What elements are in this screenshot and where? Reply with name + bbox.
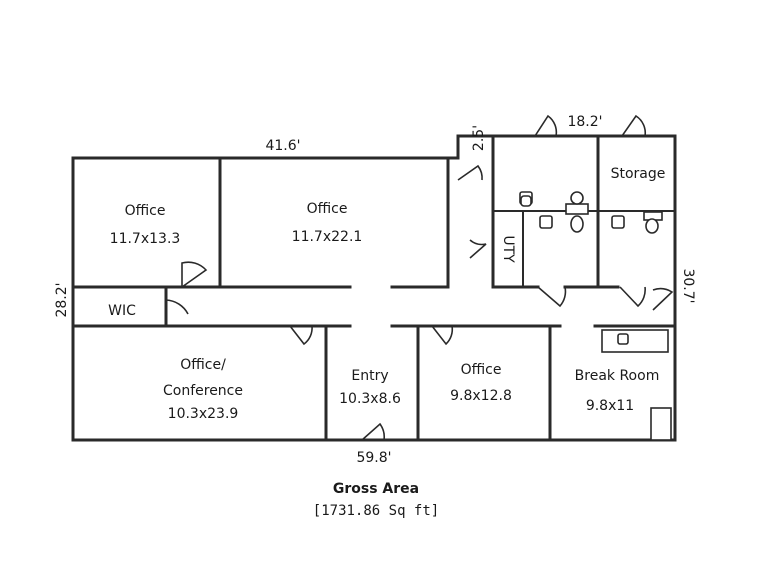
room-labels: Office 11.7x13.3 Office 11.7x22.1 Storag…	[108, 166, 665, 422]
room-break-room-name: Break Room	[575, 368, 660, 384]
outer-walls	[71, 134, 677, 442]
room-office-1-size: 11.7x13.3	[110, 231, 181, 247]
room-conference-size: 10.3x23.9	[168, 406, 239, 422]
room-break-room-size: 9.8x11	[586, 398, 634, 414]
room-conference-name: Office/	[180, 357, 226, 373]
dim-right: 30.7'	[680, 268, 696, 303]
room-entry-size: 10.3x8.6	[339, 391, 401, 407]
dim-top-left: 41.6'	[265, 138, 300, 154]
room-wic-name: WIC	[108, 303, 136, 319]
fixtures	[519, 191, 672, 441]
room-uty-name: UTY	[500, 235, 516, 263]
room-office-3-size: 9.8x12.8	[450, 388, 512, 404]
dim-bottom: 59.8'	[356, 450, 391, 466]
interior-walls	[71, 134, 677, 442]
room-office-2-size: 11.7x22.1	[292, 229, 363, 245]
room-office-2-name: Office	[307, 201, 348, 217]
gross-area: Gross Area [1731.86 Sq ft]	[313, 481, 439, 519]
dimension-labels: 41.6' 18.2' 2.5' 28.2' 30.7' 59.8'	[54, 114, 696, 466]
gross-area-value: [1731.86 Sq ft]	[313, 503, 439, 519]
room-office-1-name: Office	[125, 203, 166, 219]
doors	[165, 114, 674, 441]
room-storage-name: Storage	[611, 166, 666, 182]
dim-left: 28.2'	[54, 282, 70, 317]
room-office-3-name: Office	[461, 362, 502, 378]
gross-area-title: Gross Area	[333, 481, 419, 497]
room-entry-name: Entry	[351, 368, 388, 384]
dim-top-right: 18.2'	[567, 114, 602, 130]
room-conference-name-line2: Conference	[163, 383, 243, 399]
dim-notch: 2.5'	[471, 125, 487, 151]
